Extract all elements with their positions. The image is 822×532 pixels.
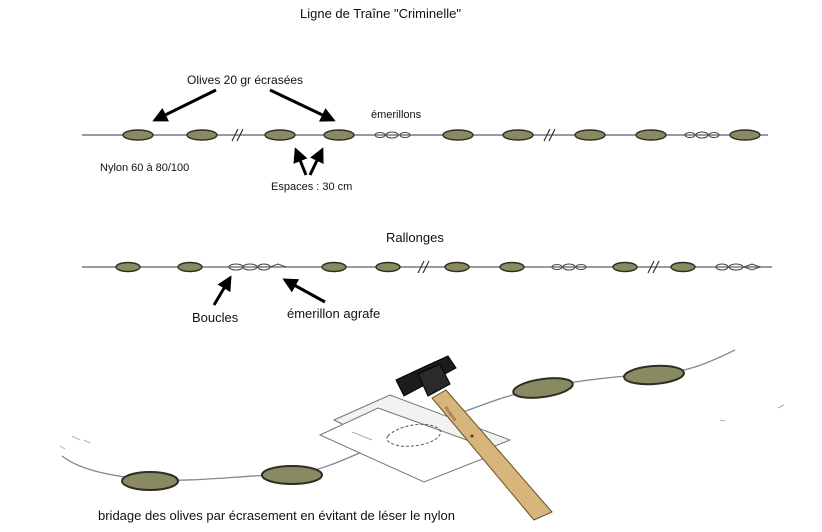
olive-weight xyxy=(122,129,154,141)
olive-weight xyxy=(612,261,638,273)
line-break-mark xyxy=(231,128,244,142)
arrow-spacing-left xyxy=(293,147,308,176)
crimping-plates xyxy=(318,394,512,483)
sketch-olive xyxy=(512,377,574,399)
sketch-olive xyxy=(121,471,179,491)
olives-label: Olives 20 gr écrasées xyxy=(187,73,304,87)
nylon-label: Nylon 60 à 80/100 xyxy=(100,162,190,174)
swivel-connector xyxy=(551,263,587,271)
hammer-icon: Rivierre xyxy=(395,355,553,521)
arrow-to-olive-right xyxy=(269,88,336,122)
sketch-olive xyxy=(623,364,685,386)
swivel-connector xyxy=(374,131,411,139)
line-break-mark xyxy=(417,260,430,274)
diagram-title: Ligne de Traîne "Criminelle" xyxy=(300,6,461,21)
snap-swivel-connector xyxy=(715,263,762,271)
olive-weight xyxy=(186,129,218,141)
olive-weight xyxy=(375,261,401,273)
olive-weight xyxy=(264,129,296,141)
crimping-sketch: Rivierre xyxy=(59,349,785,521)
olive-weight xyxy=(502,129,534,141)
arrow-to-loops xyxy=(212,275,232,306)
line-1 xyxy=(82,128,768,142)
olive-weight xyxy=(499,261,525,273)
arrow-to-snap-swivel xyxy=(282,278,326,304)
olive-weight xyxy=(670,261,696,273)
espaces-label: Espaces : 30 cm xyxy=(271,181,353,193)
line-break-mark xyxy=(647,260,660,274)
loop-connector xyxy=(228,263,287,271)
swivel-connector xyxy=(684,131,720,139)
line-2 xyxy=(82,260,772,274)
olive-weight xyxy=(442,129,474,141)
arrows-line-1 xyxy=(152,88,336,176)
olive-weight xyxy=(574,129,606,141)
olive-weight xyxy=(444,261,470,273)
rallonges-label: Rallonges xyxy=(386,230,444,245)
arrow-to-olive-left xyxy=(152,88,217,122)
hammer-handle xyxy=(431,389,553,521)
boucles-label: Boucles xyxy=(192,310,239,325)
olive-weight xyxy=(177,261,203,273)
olive-weight xyxy=(321,261,347,273)
arrows-line-2 xyxy=(212,275,326,306)
olive-weight xyxy=(323,129,355,141)
sketch-olive xyxy=(261,465,323,485)
arrow-spacing-right xyxy=(308,147,324,176)
olive-weight xyxy=(635,129,667,141)
emerillons-label: émerillons xyxy=(371,109,422,121)
bridage-caption: bridage des olives par écrasement en évi… xyxy=(98,508,455,523)
olive-weight xyxy=(729,129,761,141)
emerillon-agrafe-label: émerillon agrafe xyxy=(287,306,381,321)
line-break-mark xyxy=(543,128,556,142)
olive-weight xyxy=(115,261,141,273)
